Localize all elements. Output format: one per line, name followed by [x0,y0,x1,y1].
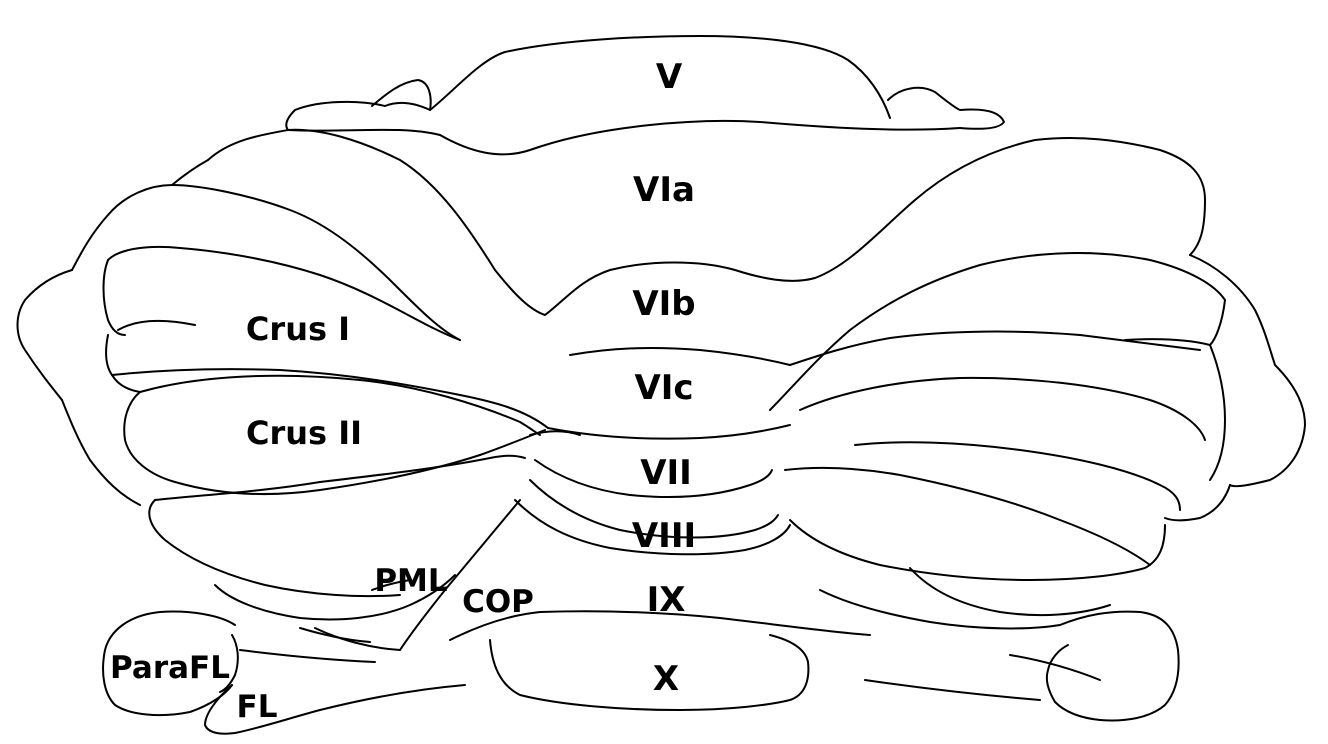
label-cop: COP [462,584,534,620]
right-fold-4 [819,589,1061,630]
flocculus-outline [204,684,466,735]
vib-vic-border [569,346,791,366]
label-lobule-vic: VIc [634,368,693,408]
lobule-via-left-edge [71,159,209,271]
crus-ii-outline [123,391,481,495]
right-fold-2 [789,519,1166,581]
left-folium-3 [105,334,141,393]
right-folium-2 [1209,344,1226,481]
left-folium-1 [107,245,461,341]
left-top-lobe [285,79,432,131]
right-outer-lobe-2 [1164,484,1231,522]
lobule-via-outline [207,128,1206,316]
right-crus-line [789,330,1201,366]
right-flocculus-stalk [864,679,1041,701]
cop-left-border [399,499,521,651]
right-top-lobe [887,86,1005,130]
label-lobule-vii: VII [640,453,692,493]
cop-left-border-2 [314,627,401,651]
parafl-stalk-2 [299,627,371,643]
pml-upper-border [154,454,526,501]
left-folium-2 [102,259,126,336]
label-lobule-v: V [656,57,683,97]
label-crus-i: Crus I [246,310,350,348]
viii-upper-border [529,479,779,539]
left-outer-folium [171,184,461,341]
label-lobule-viii: VIII [632,516,696,556]
label-pml: PML [374,563,447,599]
label-lobule-via: VIa [633,170,695,210]
vii-outline-top [529,430,581,436]
lobule-x-outline [489,634,810,711]
right-crus-ii-lower [854,441,1181,511]
lobule-v-outline [429,35,891,119]
pml-outline [148,499,401,598]
label-lobule-x: X [653,659,679,699]
label-fl: FL [237,689,278,725]
right-flocculus [1054,610,1180,722]
left-folium-2b [117,319,196,331]
right-fold-1 [784,466,1151,566]
paraflocculus-outline [102,610,236,717]
label-parafl: ParaFL [110,650,230,686]
right-crus-ii-upper [799,376,1206,441]
vic-vii-border [547,424,791,440]
right-fold-3 [909,567,1111,617]
parafl-stalk [239,649,376,663]
ix-lower-border [449,610,871,641]
viii-lower-border [514,499,791,556]
cerebellum-outline [16,35,1306,735]
crus-i-lower-border [111,368,549,429]
pml-inner [371,579,411,591]
label-lobule-vib: VIb [632,284,695,324]
right-flocculus-stalk-2 [1009,654,1101,681]
label-crus-ii: Crus II [246,414,362,452]
right-flocculus-inner [1045,644,1069,703]
left-outer-lobe [16,269,73,401]
right-folium-1 [1124,299,1226,346]
lobule-v-lower-border [439,119,961,156]
label-lobule-ix: IX [647,580,686,620]
paraflocculus-inner [219,634,239,693]
right-upper-surface [769,252,1226,411]
left-outer-lobe-2 [61,399,141,506]
vii-lower-border [534,459,773,498]
pml-line [214,574,456,621]
right-outer-lobe [1189,254,1306,488]
crus-ii-upper-border [139,374,541,436]
